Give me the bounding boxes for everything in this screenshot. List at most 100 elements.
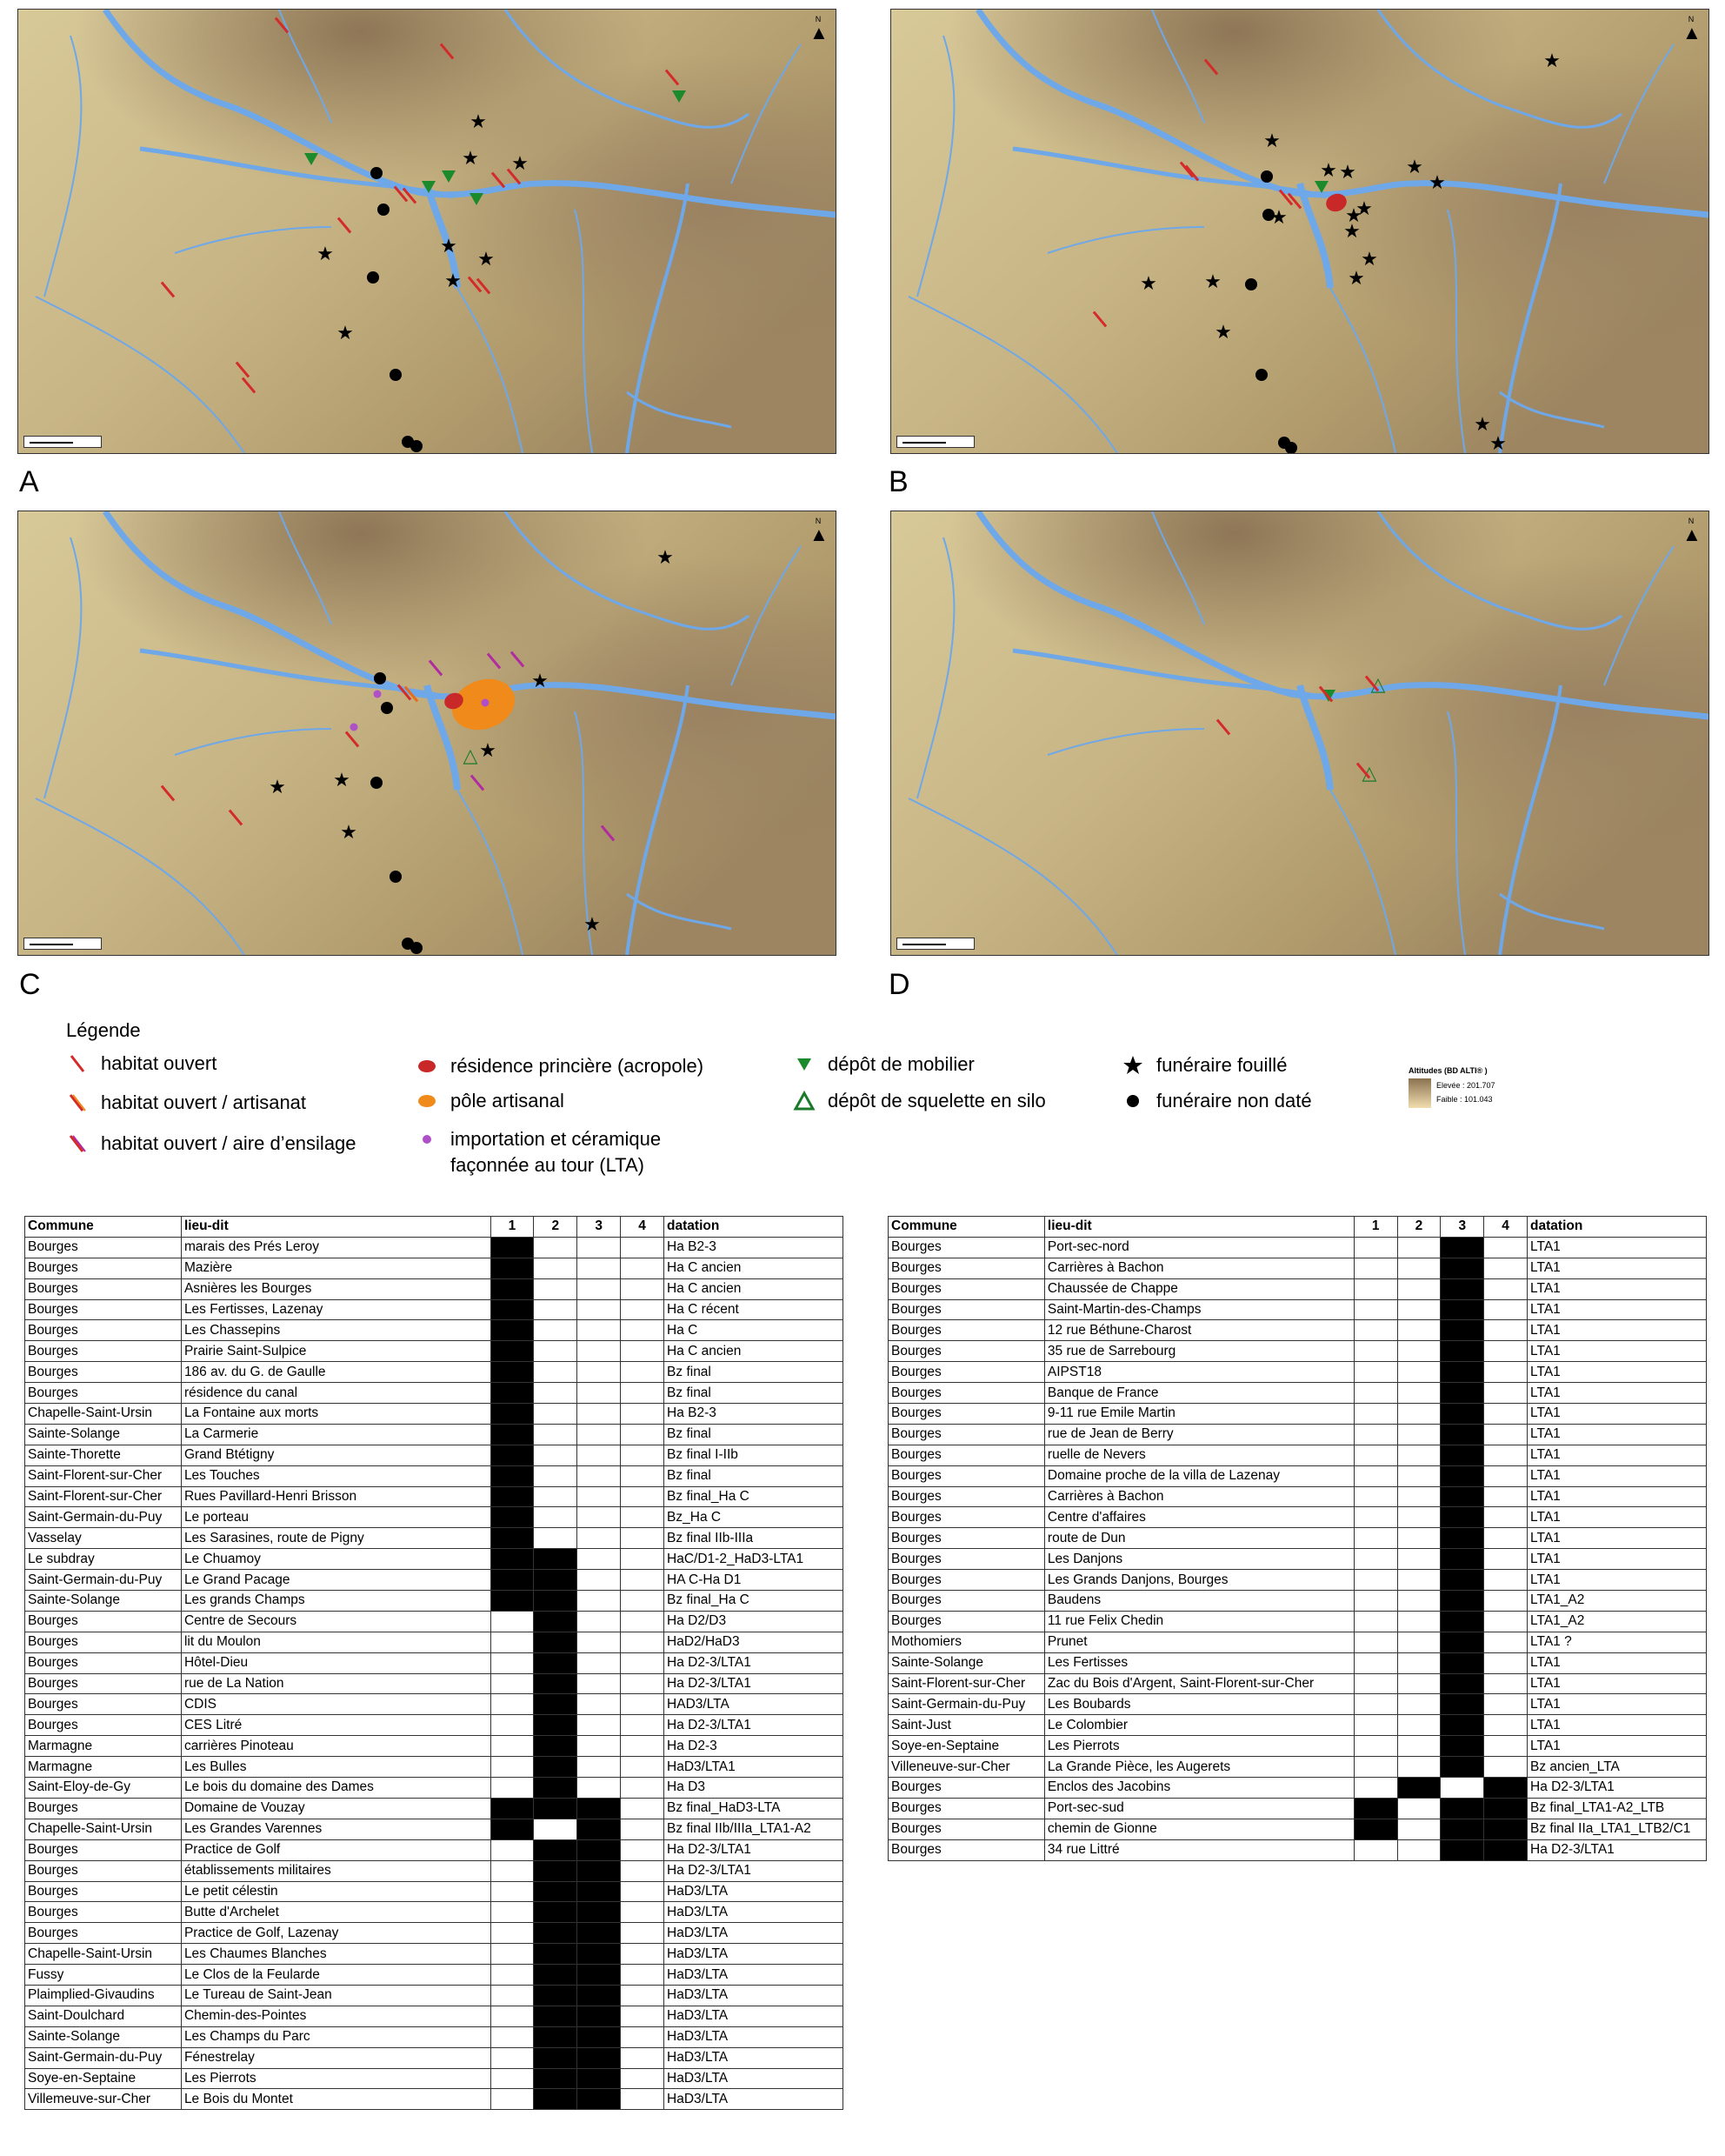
lieu-dit-cell: Chaussée de Chappe: [1043, 1278, 1355, 1300]
commune-cell: Sainte-Solange: [24, 1590, 182, 1612]
datation-cell: LTA1: [1527, 1714, 1707, 1737]
lieu-dit-cell: Chemin-des-Pointes: [180, 2005, 491, 2027]
period-cell: [576, 1361, 622, 1384]
period-cell: [533, 1859, 578, 1882]
lieu-dit-cell: chemin de Gionne: [1043, 1818, 1355, 1840]
period-cell: [1483, 1756, 1529, 1779]
terrain-relief: [18, 10, 836, 453]
period-cell: [490, 1236, 535, 1258]
period-cell: [490, 1777, 535, 1799]
period-cell: [533, 1236, 578, 1258]
datation-cell: Ha B2-3: [663, 1236, 843, 1258]
legend-label: funéraire fouillé: [1156, 1054, 1288, 1076]
datation-cell: LTA1: [1527, 1465, 1707, 1487]
period-cell: [1483, 1465, 1529, 1487]
period-cell: [1396, 1319, 1442, 1342]
commune-cell: Bourges: [888, 1590, 1045, 1612]
lieu-dit-cell: Les Touches: [180, 1465, 491, 1487]
funeraire-fouille-marker: ★: [511, 153, 529, 175]
datation-cell: HA C-Ha D1: [663, 1569, 843, 1592]
period-cell: [490, 1590, 535, 1612]
lieu-dit-cell: La Fontaine aux morts: [180, 1403, 491, 1425]
period-cell: [576, 1465, 622, 1487]
lieu-dit-cell: 35 rue de Sarrebourg: [1043, 1340, 1355, 1363]
datation-cell: LTA1: [1527, 1569, 1707, 1592]
period-cell: [533, 1403, 578, 1425]
funeraire-fouille-marker: ★: [1320, 160, 1337, 182]
lieu-dit-cell: Le petit célestin: [180, 1880, 491, 1903]
period-cell: [490, 1423, 535, 1445]
period-cell: [620, 1319, 665, 1342]
column-header: 2: [533, 1216, 578, 1238]
period-cell: [620, 1652, 665, 1674]
period-cell: [533, 1257, 578, 1279]
period-cell: [1396, 1631, 1442, 1653]
commune-cell: Chapelle-Saint-Ursin: [24, 1818, 182, 1840]
datation-cell: HaD3/LTA: [663, 1880, 843, 1903]
map-panel-a: ★★★★★★★★N▲: [17, 9, 836, 454]
lieu-dit-cell: Port-sec-nord: [1043, 1236, 1355, 1258]
lieu-dit-cell: Les Pierrots: [180, 2067, 491, 2090]
commune-cell: Bourges: [888, 1423, 1045, 1445]
period-cell: [533, 1527, 578, 1550]
lieu-dit-cell: Les Fertisses, Lazenay: [180, 1298, 491, 1321]
period-cell: [1353, 1382, 1398, 1405]
datation-cell: HaD3/LTA: [663, 2088, 843, 2111]
terrain-relief: [18, 511, 836, 955]
funeraire-non-date-marker: [1262, 209, 1275, 221]
datation-cell: LTA1: [1527, 1527, 1707, 1550]
period-cell: [1483, 1403, 1529, 1425]
lieu-dit-cell: Les Chaumes Blanches: [180, 1943, 491, 1966]
lieu-dit-cell: Butte d'Archelet: [180, 1901, 491, 1924]
period-cell: [490, 1756, 535, 1779]
commune-cell: Sainte-Thorette: [24, 1444, 182, 1466]
period-cell: [1396, 1590, 1442, 1612]
period-cell: [533, 1984, 578, 2006]
north-arrow-glyph: ▲: [1682, 22, 1702, 43]
period-cell: [1396, 1298, 1442, 1321]
period-cell: [1396, 1818, 1442, 1840]
lieu-dit-cell: Les Champs du Parc: [180, 2026, 491, 2048]
period-cell: [620, 1777, 665, 1799]
purple-red-slash-icon: [66, 1132, 89, 1155]
column-header: Commune: [888, 1216, 1045, 1238]
lieu-dit-cell: Mazière: [180, 1257, 491, 1279]
legend-item-importation: importation et céramique façonnée au tou…: [416, 1128, 661, 1178]
altitude-high: Elevée : 201.707: [1436, 1081, 1495, 1090]
period-cell: [620, 1340, 665, 1363]
period-cell: [576, 1631, 622, 1653]
depot-mobilier-marker: [442, 170, 456, 183]
period-cell: [533, 1777, 578, 1799]
commune-cell: Saint-Germain-du-Puy: [24, 1569, 182, 1592]
period-cell: [1396, 1569, 1442, 1592]
funeraire-fouille-marker: ★: [444, 270, 462, 292]
lieu-dit-cell: Les Grands Danjons, Bourges: [1043, 1569, 1355, 1592]
datation-cell: Ha D2-3/LTA1: [663, 1652, 843, 1674]
period-cell: [1396, 1693, 1442, 1716]
period-cell: [620, 1590, 665, 1612]
legend-label: pôle artisanal: [450, 1090, 564, 1111]
period-cell: [620, 1943, 665, 1966]
lieu-dit-cell: Domaine proche de la villa de Lazenay: [1043, 1465, 1355, 1487]
datation-cell: Ha C ancien: [663, 1278, 843, 1300]
lieu-dit-cell: route de Dun: [1043, 1527, 1355, 1550]
period-cell: [1396, 1361, 1442, 1384]
datation-cell: Bz final: [663, 1382, 843, 1405]
commune-cell: Saint-Germain-du-Puy: [888, 1693, 1045, 1716]
period-cell: [1353, 1236, 1398, 1258]
legend-label: importation et céramique: [450, 1128, 662, 1150]
period-cell: [490, 1465, 535, 1487]
period-cell: [576, 1506, 622, 1529]
